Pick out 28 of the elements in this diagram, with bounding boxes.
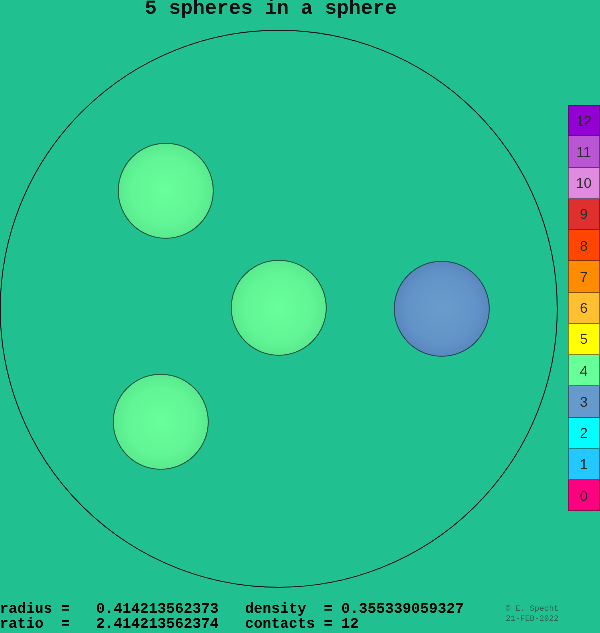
legend-label: 0 — [580, 488, 588, 504]
parameter-name: ratio — [0, 618, 44, 633]
parameter-value: 0.355339059327 — [342, 603, 464, 618]
legend-label: 3 — [580, 394, 588, 410]
parameter-value: 0.414213562373 — [96, 603, 219, 618]
equals-sign: = — [324, 618, 333, 633]
equals-sign: = — [324, 603, 333, 618]
parameter-name: contacts — [245, 618, 316, 633]
parameter-value: 12 — [342, 618, 360, 633]
legend-label: 9 — [580, 206, 588, 222]
parameter-name: radius — [0, 603, 53, 618]
author-credit: © E. Specht — [506, 605, 559, 615]
date-text: 21-FEB-2022 — [506, 615, 559, 625]
container-circle — [0, 30, 558, 588]
legend-label: 11 — [576, 144, 592, 160]
legend-label: 4 — [580, 362, 588, 379]
legend-label: 12 — [576, 112, 592, 129]
parameter-name: density — [245, 603, 306, 618]
legend-label: 8 — [580, 238, 588, 254]
legend-label: 7 — [580, 268, 588, 285]
legend-label: 6 — [580, 300, 588, 316]
legend-label: 2 — [580, 425, 588, 442]
legend-label: 10 — [576, 175, 592, 192]
parameter-value: 2.414213562374 — [96, 618, 219, 633]
equals-sign: = — [61, 603, 70, 618]
legend-label: 5 — [580, 331, 588, 348]
legend-label: 1 — [580, 456, 588, 472]
equals-sign: = — [61, 618, 70, 633]
